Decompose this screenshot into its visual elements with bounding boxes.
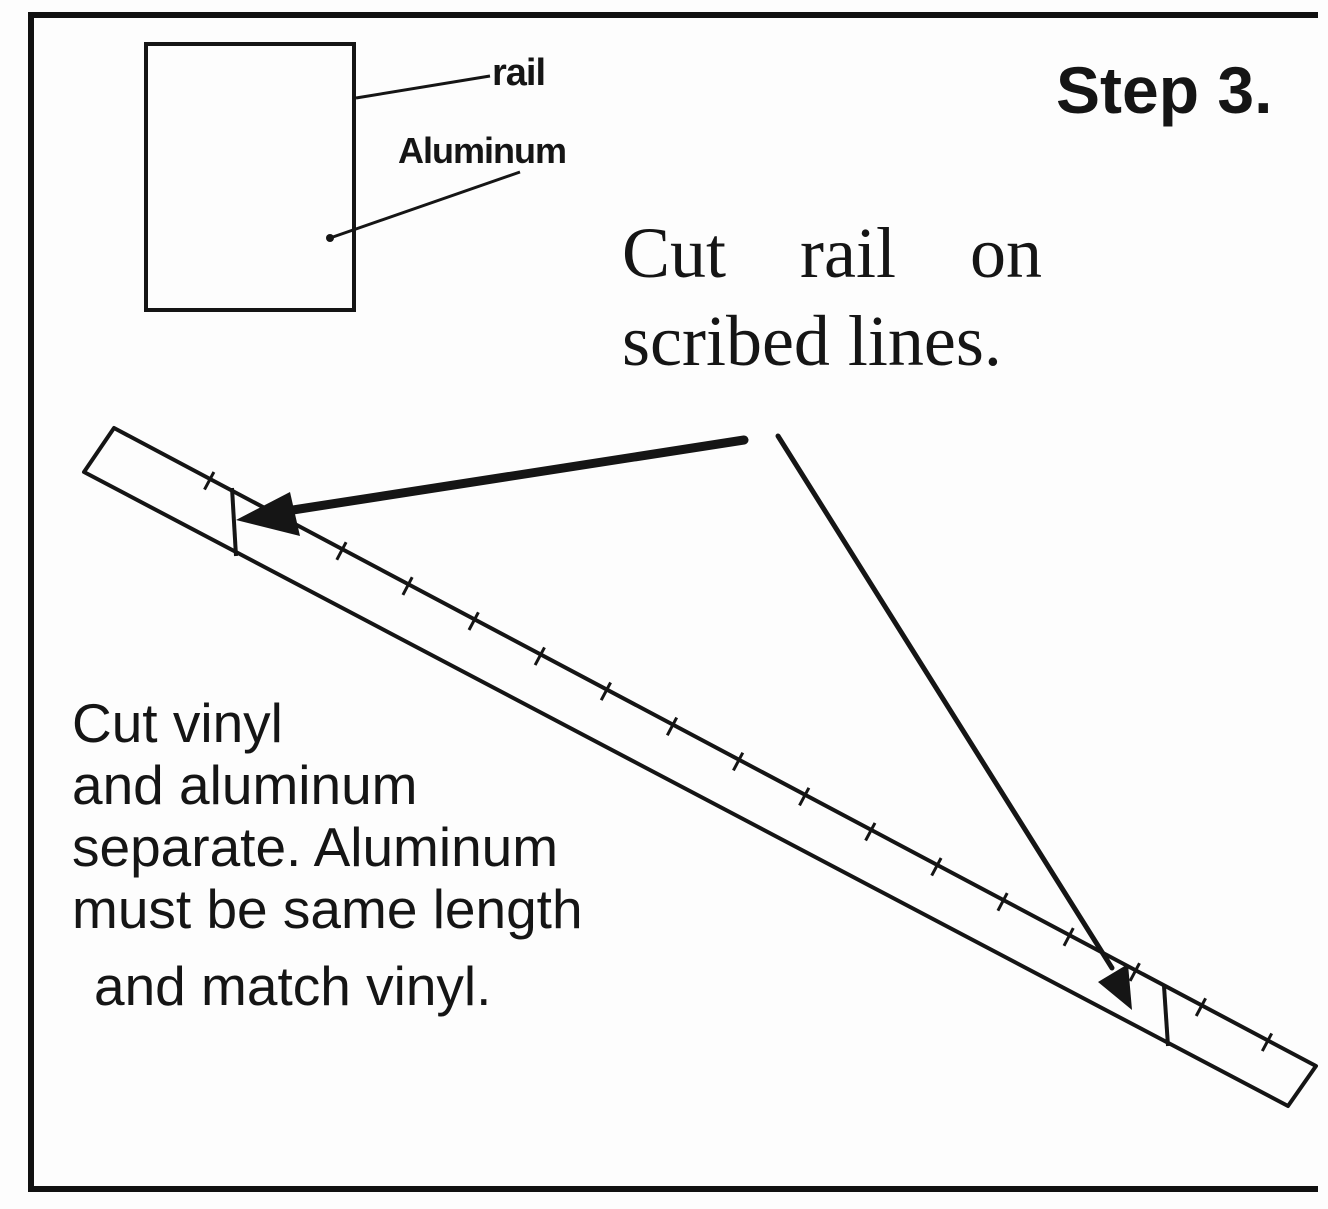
scribe-tick <box>533 646 546 666</box>
scribe-tick <box>335 541 348 561</box>
scribe-tick <box>1260 1032 1274 1052</box>
scribe-tick <box>996 892 1009 912</box>
rail-label: rail <box>492 52 546 94</box>
arrow-to-left-cut-shaft <box>275 435 749 517</box>
scribed-cut-line-right <box>1162 985 1170 1047</box>
rail-leader-line <box>355 74 491 100</box>
aluminum-leader-line <box>329 170 521 240</box>
aluminum-label: Aluminum <box>398 130 567 171</box>
scribe-tick <box>665 716 679 737</box>
scribe-tick <box>1128 962 1141 982</box>
cut-vinyl-line-3: separate. Aluminum <box>72 816 559 879</box>
cut-vinyl-line-1: Cut vinyl <box>72 692 283 754</box>
cut-rail-instruction-line-1: Cut rail on <box>622 213 1042 293</box>
arrow-to-left-cut-head <box>236 492 300 536</box>
cut-rail-instruction-line-2: scribed lines. <box>622 301 1002 381</box>
scribe-tick <box>1194 997 1207 1017</box>
cut-vinyl-line-4: must be same length <box>72 878 583 941</box>
cut-vinyl-line-2: and aluminum <box>72 754 418 817</box>
arrow-to-right-cut-shaft <box>775 433 1115 971</box>
arrow-to-right-cut-head <box>1098 964 1132 1010</box>
scribed-cut-line-left <box>230 487 238 557</box>
scribe-tick <box>467 611 480 631</box>
rail-cross-section <box>144 42 356 312</box>
aluminum-leader-dot <box>326 234 334 242</box>
scribe-tick <box>401 576 414 596</box>
scribe-tick <box>203 471 216 491</box>
scribe-tick <box>864 822 877 842</box>
scribe-tick <box>732 751 745 772</box>
rail-strip <box>82 426 1318 1108</box>
scribe-tick <box>1062 927 1075 947</box>
scribe-tick <box>599 681 612 701</box>
scribe-tick <box>930 857 943 877</box>
scribe-tick <box>798 787 811 807</box>
cut-vinyl-instruction: Cut vinyl and aluminum separate. Aluminu… <box>72 692 583 1017</box>
diagram-frame <box>28 12 1318 1192</box>
step-title: Step 3. <box>1056 53 1273 127</box>
scribe-tick-marks <box>203 471 1274 1052</box>
cut-vinyl-line-5: and match vinyl. <box>94 954 492 1017</box>
